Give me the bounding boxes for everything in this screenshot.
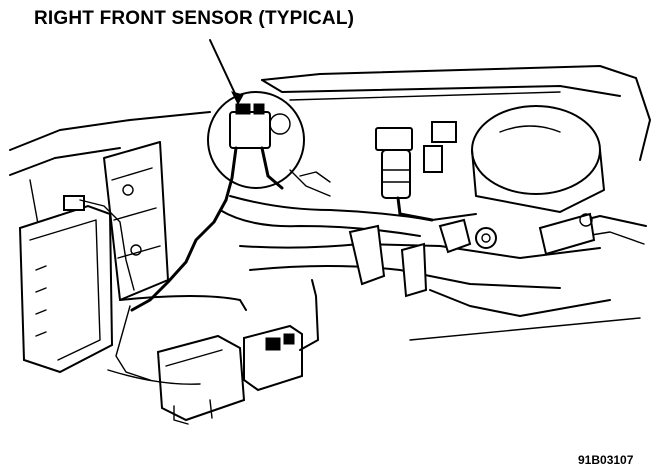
coolant-reservoir — [18, 195, 114, 374]
air-cleaner-housing — [471, 105, 605, 213]
hood-outline — [261, 65, 651, 161]
callout-label: RIGHT FRONT SENSOR (TYPICAL) — [34, 8, 355, 29]
callout-leader-line — [209, 39, 244, 106]
lower-relay-module — [156, 279, 319, 425]
right-front-sensor — [224, 103, 291, 202]
inner-fender-lower — [107, 295, 247, 385]
wiring-harness — [79, 169, 477, 381]
sensor-highlight-circle — [207, 91, 305, 189]
central-actuator-assembly — [375, 121, 457, 222]
figure-code: 91B03107 — [578, 453, 634, 467]
battery-tray-structure — [103, 141, 169, 301]
front-mount-brackets — [348, 212, 596, 298]
